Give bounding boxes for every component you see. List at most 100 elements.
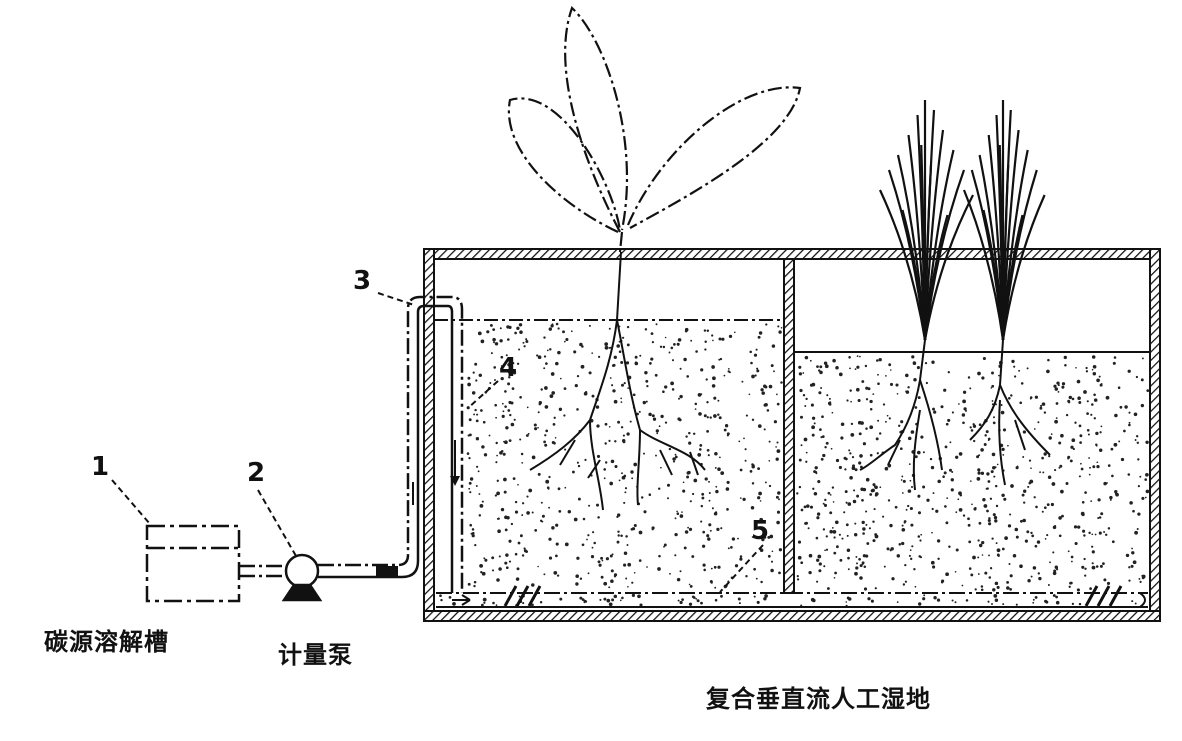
gravel-dot [739, 497, 742, 499]
gravel-dot [1074, 541, 1078, 546]
gravel-dot [467, 582, 471, 586]
gravel-dot [621, 472, 623, 475]
gravel-dot [550, 372, 555, 376]
gravel-dot [1034, 395, 1039, 399]
callout-5: 5 [751, 516, 770, 546]
gravel-dot [623, 474, 627, 478]
gravel-dot [651, 414, 655, 418]
gravel-dot [1081, 565, 1085, 569]
gravel-dot [518, 323, 523, 327]
gravel-dot [989, 497, 993, 500]
gravel-dot [851, 455, 855, 459]
gravel-dot [639, 603, 643, 607]
gravel-dot [824, 446, 827, 449]
gravel-dot [694, 402, 698, 406]
gravel-dot [1015, 466, 1019, 470]
gravel-dot [468, 456, 471, 460]
gravel-dot [622, 434, 625, 437]
gravel-dot [633, 462, 638, 467]
gravel-dot [482, 420, 486, 424]
gravel-dot [543, 336, 546, 339]
gravel-dot [909, 479, 912, 482]
gravel-dot [1067, 457, 1070, 460]
gravel-dot [1055, 595, 1058, 599]
gravel-dot [611, 384, 614, 387]
gravel-dot [862, 554, 867, 558]
gravel-dot [850, 400, 852, 403]
gravel-dot [811, 425, 815, 430]
gravel-dot [991, 452, 996, 457]
gravel-dot [616, 344, 620, 348]
gravel-dot [1002, 454, 1005, 456]
gravel-dot [798, 485, 802, 489]
gravel-dot [907, 504, 910, 508]
callout-2: 2 [247, 458, 266, 488]
gravel-dot [847, 502, 852, 506]
gravel-dot [969, 480, 972, 482]
gravel-dot [905, 508, 908, 511]
gravel-dot [555, 322, 559, 326]
gravel-dot [662, 345, 666, 349]
gravel-dot [603, 468, 607, 471]
gravel-dot [995, 504, 999, 508]
gravel-dot [510, 522, 514, 526]
gravel-dot [859, 454, 863, 458]
gravel-dot [611, 598, 615, 602]
gravel-dot [621, 383, 624, 387]
gravel-dot [755, 577, 758, 580]
gravel-dot [1041, 402, 1046, 406]
gravel-dot [870, 599, 874, 603]
gravel-dot [1078, 424, 1082, 428]
gravel-dot [668, 351, 671, 354]
gravel-dot [1137, 485, 1140, 488]
gravel-dot [900, 420, 904, 424]
gravel-dot [1128, 423, 1131, 427]
gravel-dot [703, 568, 706, 572]
gravel-dot [720, 594, 723, 598]
gravel-dot [504, 515, 508, 520]
gravel-dot [519, 438, 522, 441]
gravel-dot [1083, 534, 1086, 537]
gravel-dot [958, 403, 960, 405]
gravel-dot [1137, 458, 1140, 461]
gravel-dot [720, 471, 725, 475]
gravel-dot [871, 488, 875, 493]
gravel-dot [505, 426, 509, 430]
gravel-dot [749, 350, 752, 354]
gravel-dot [1033, 496, 1036, 499]
gravel-dot [633, 572, 636, 574]
gravel-dot [548, 506, 551, 509]
gravel-dot [473, 580, 477, 584]
gravel-dot [693, 596, 696, 599]
gravel-dot [577, 497, 581, 501]
gravel-dot [588, 324, 591, 327]
gravel-dot [627, 387, 630, 389]
gravel-dot [904, 563, 907, 567]
gravel-dot [996, 548, 1001, 553]
gravel-dot [470, 532, 473, 535]
gravel-dot [1073, 525, 1078, 529]
gravel-dot [650, 357, 654, 361]
gravel-dot [504, 440, 508, 445]
gravel-dot [1019, 564, 1023, 569]
gravel-dot [930, 465, 935, 470]
gravel-dot [555, 361, 559, 366]
gravel-dot [492, 601, 495, 605]
gravel-dot [494, 379, 496, 381]
gravel-dot [634, 361, 639, 366]
gravel-dot [704, 348, 707, 351]
gravel-dot [617, 534, 620, 537]
gravel-dot [869, 408, 873, 411]
gravel-dot [813, 422, 816, 425]
gravel-dot [852, 464, 855, 468]
gravel-dot [924, 361, 928, 365]
gravel-dot [452, 602, 456, 606]
gravel-dot [548, 537, 552, 541]
gravel-dot [544, 434, 547, 437]
gravel-dot [503, 477, 507, 482]
gravel-dot [475, 379, 478, 382]
gravel-dot [718, 416, 722, 420]
gravel-dot [1111, 474, 1114, 478]
gravel-dot [743, 437, 745, 440]
gravel-dot [713, 511, 718, 516]
